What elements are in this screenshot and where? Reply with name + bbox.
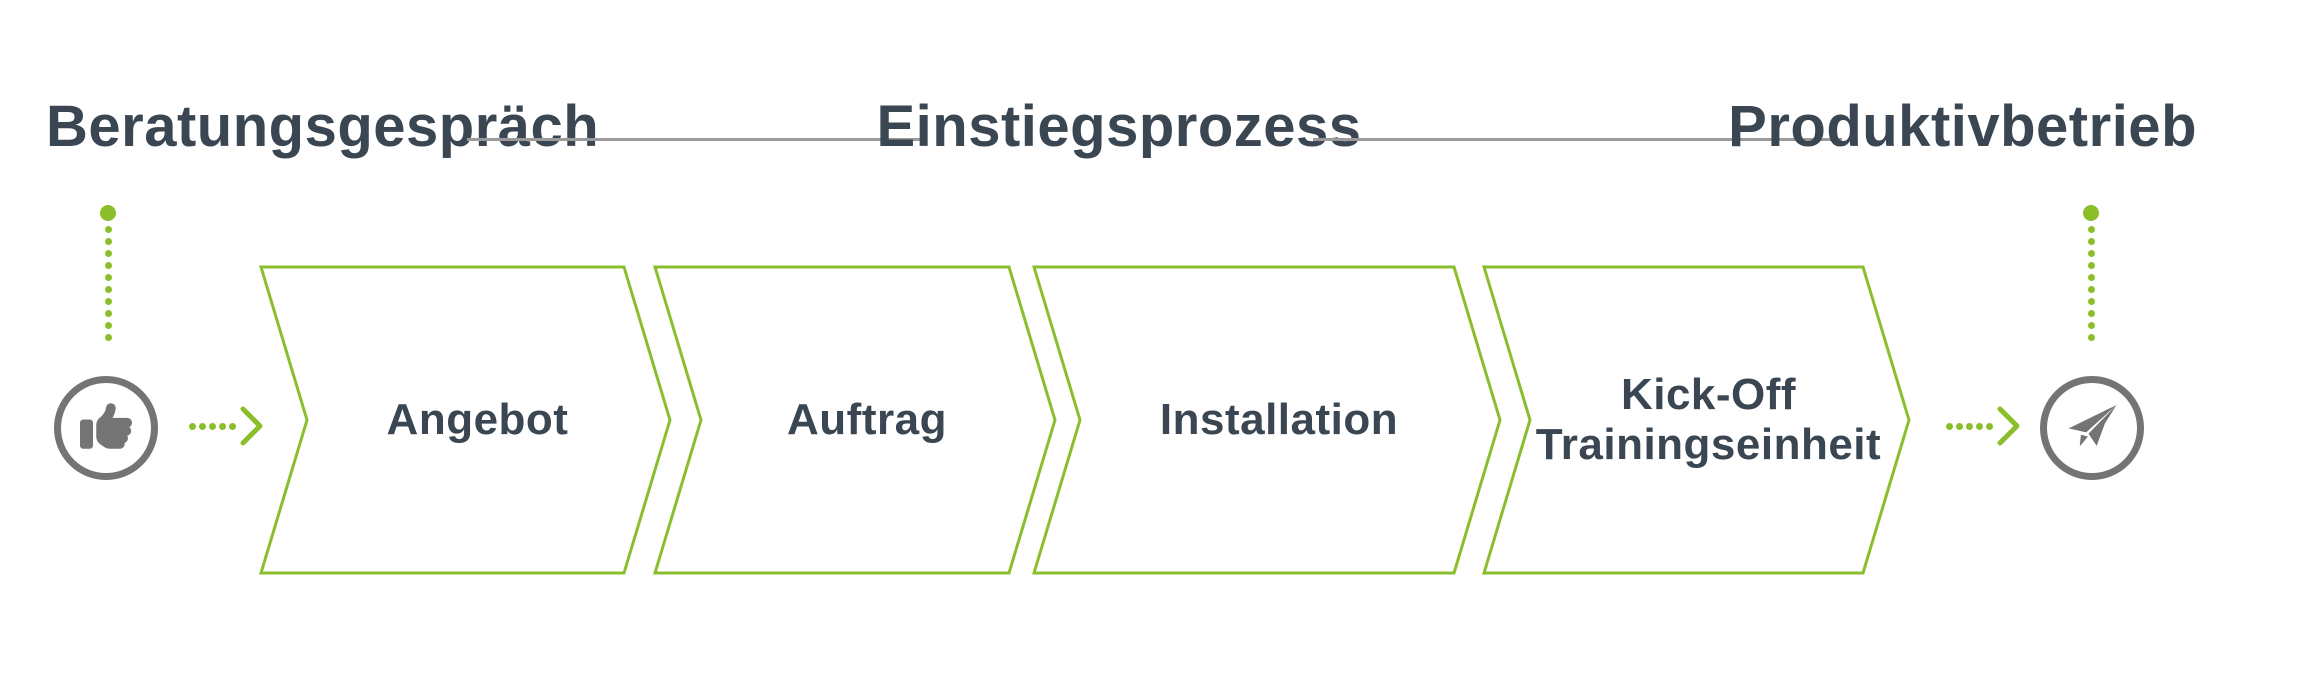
thumbs-up-icon bbox=[80, 400, 132, 457]
step-label: Auftrag bbox=[787, 395, 947, 444]
process-step-kickoff-training: Kick-Off Trainingseinheit bbox=[1482, 265, 1911, 575]
process-step-installation: Installation bbox=[1032, 265, 1502, 575]
step-label: Installation bbox=[1159, 395, 1399, 444]
start-endpoint-circle bbox=[54, 376, 158, 480]
process-step-auftrag: Auftrag bbox=[653, 265, 1057, 575]
arrowhead-icon bbox=[1996, 406, 2021, 446]
connector-start-dot bbox=[2083, 205, 2099, 221]
chevron-outline bbox=[1482, 265, 1911, 575]
divider-line-left bbox=[467, 138, 925, 141]
arrowhead-icon bbox=[239, 406, 264, 446]
paper-plane-icon bbox=[2064, 398, 2120, 459]
phase-title-consultation: Beratungsgespräch bbox=[46, 94, 600, 159]
end-endpoint-circle bbox=[2040, 376, 2144, 480]
phase-title-production: Produktivbetrieb bbox=[1728, 94, 2197, 159]
dotted-connector-right bbox=[2083, 205, 2099, 341]
divider-line-right bbox=[1313, 138, 1842, 141]
chevron-outline bbox=[653, 265, 1057, 575]
step-label-line2: Trainingseinheit bbox=[1535, 420, 1882, 469]
step-label: Kick-Off bbox=[1620, 370, 1797, 419]
process-step-angebot: Angebot bbox=[259, 265, 672, 575]
chevron-outline bbox=[1032, 265, 1502, 575]
dotted-arrow-left bbox=[189, 406, 264, 446]
chevron-outline bbox=[259, 265, 672, 575]
step-label: Angebot bbox=[386, 395, 569, 444]
connector-start-dot bbox=[100, 205, 116, 221]
dotted-connector-left bbox=[100, 205, 116, 341]
phase-title-onboarding-process: Einstiegsprozess bbox=[876, 94, 1362, 159]
dotted-arrow-right bbox=[1946, 406, 2021, 446]
